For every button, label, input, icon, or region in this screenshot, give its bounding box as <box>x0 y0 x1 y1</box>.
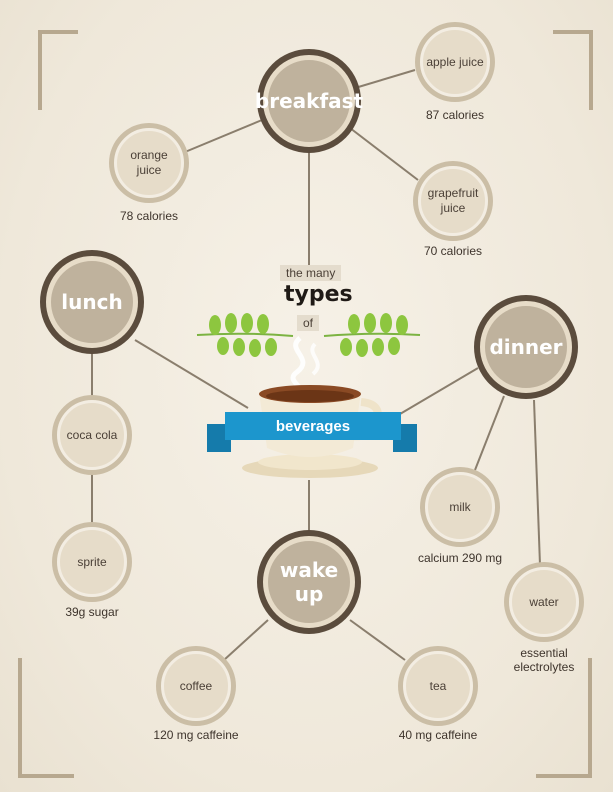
corner-ornament-bottom-right <box>536 658 592 778</box>
category-node-wakeup: wake up <box>263 536 355 628</box>
line-wakeup-tea <box>349 619 406 661</box>
caption-orange-juice: 78 calories <box>119 209 179 223</box>
caption-milk: calcium 290 mg <box>417 551 503 565</box>
caption-water: essential electrolytes <box>513 646 575 674</box>
category-label-breakfast: breakfast <box>254 89 364 113</box>
item-node-apple-juice: apple juice <box>420 27 490 97</box>
line-breakfast-grapefruit <box>349 127 419 181</box>
caption-coffee: 120 mg caffeine <box>153 728 239 742</box>
item-node-sprite: sprite <box>57 527 127 597</box>
item-label-coffee: coffee <box>179 678 213 693</box>
caption-sprite: 39g sugar <box>65 605 119 619</box>
line-breakfast-orange <box>184 119 263 153</box>
category-node-breakfast: breakfast <box>255 55 363 147</box>
item-node-water: water <box>509 567 579 637</box>
leaf-sprig-left-icon <box>196 313 294 357</box>
title-line-types: types <box>284 282 353 307</box>
item-label-coca-cola: coca cola <box>66 427 118 442</box>
category-label-wakeup: wake up <box>279 558 339 606</box>
line-dinner-water <box>533 399 541 566</box>
category-label-dinner: dinner <box>489 335 563 359</box>
caption-apple-juice: 87 calories <box>425 108 485 122</box>
item-node-tea: tea <box>403 651 473 721</box>
corner-ornament-bottom-left <box>18 658 74 778</box>
item-label-tea: tea <box>429 678 447 693</box>
line-breakfast-apple <box>354 69 416 89</box>
item-node-coca-cola: coca cola <box>57 400 127 470</box>
line-wakeup-coffee <box>223 619 269 661</box>
line-dinner-milk <box>474 395 505 471</box>
item-label-water: water <box>529 594 559 609</box>
item-label-orange-juice: orange juice <box>130 148 168 177</box>
line-dinner-center <box>399 367 479 415</box>
line-lunch-center <box>134 339 249 409</box>
caption-tea: 40 mg caffeine <box>398 728 478 742</box>
caption-grapefruit-juice: 70 calories <box>423 244 483 258</box>
title-line-the-many: the many <box>280 265 342 281</box>
item-label-sprite: sprite <box>77 554 107 569</box>
item-node-grapefruit-juice: grapefruit juice <box>418 166 488 236</box>
item-label-grapefruit-juice: grapefruit juice <box>427 186 479 215</box>
category-label-lunch: lunch <box>61 290 123 314</box>
item-label-apple-juice: apple juice <box>426 54 484 69</box>
corner-ornament-top-left <box>38 30 78 110</box>
beverages-banner: beverages <box>225 412 401 440</box>
title-line-of: of <box>297 315 320 331</box>
leaf-sprig-right-icon <box>323 313 421 357</box>
corner-ornament-top-right <box>553 30 593 110</box>
coffee-cup-icon <box>242 336 382 478</box>
item-node-milk: milk <box>425 472 495 542</box>
category-node-dinner: dinner <box>480 301 572 393</box>
item-node-coffee: coffee <box>161 651 231 721</box>
item-label-milk: milk <box>449 499 471 514</box>
item-node-orange-juice: orange juice <box>114 128 184 198</box>
category-node-lunch: lunch <box>46 256 138 348</box>
